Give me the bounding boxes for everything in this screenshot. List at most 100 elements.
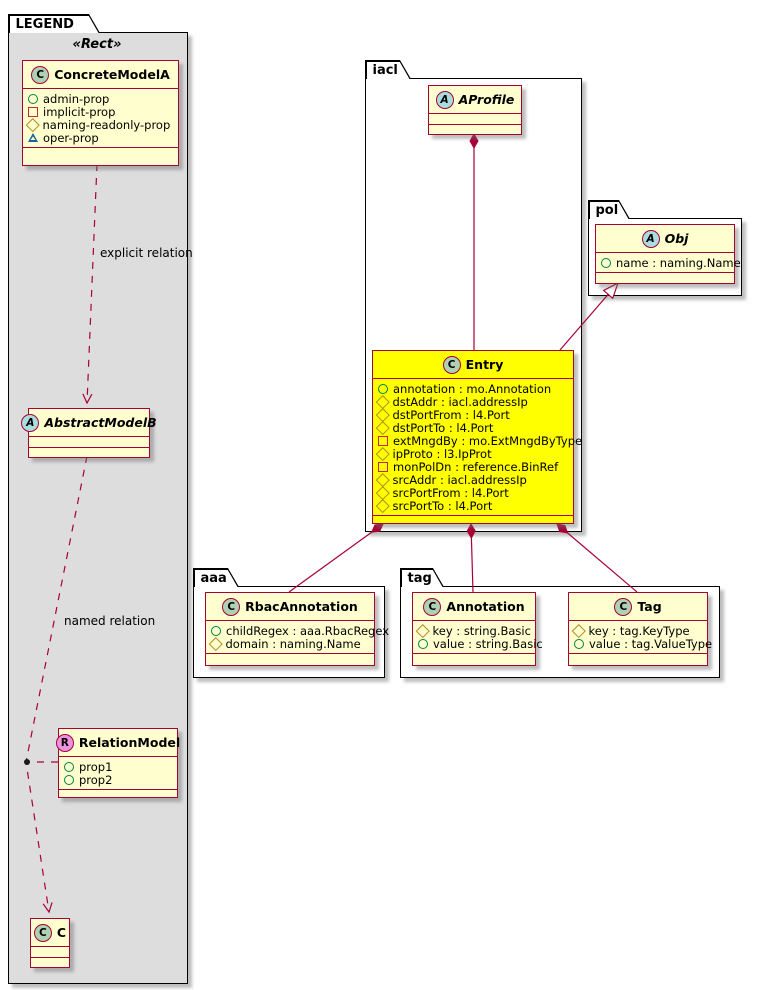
attribute-row: annotation : mo.Annotation — [378, 381, 568, 396]
attribute-label: annotation : mo.Annotation — [393, 381, 552, 396]
attribute-label: value : tag.ValueType — [589, 636, 713, 651]
attribute-label: implicit-prop — [43, 104, 116, 119]
admin-prop-icon — [378, 383, 388, 394]
admin-prop-icon — [64, 774, 74, 785]
class-title: A AbstractModelB — [21, 409, 157, 436]
attributes-compartment — [31, 946, 69, 957]
class-name: AProfile — [458, 92, 515, 107]
methods-compartment — [23, 147, 178, 165]
package-tag-tab: tag — [400, 568, 444, 587]
class-name: AbstractModelB — [44, 415, 157, 430]
class-name: RbacAnnotation — [245, 599, 358, 614]
class-title: C Entry — [373, 351, 573, 378]
attribute-row: name : naming.Name — [601, 256, 741, 270]
methods-compartment — [206, 653, 374, 665]
methods-compartment — [29, 446, 149, 458]
package-iacl-tab: iacl — [365, 60, 411, 79]
package-aaa-label: aaa — [195, 570, 238, 588]
package-legend-tab: LEGEND — [8, 14, 100, 33]
attribute-label: extMngdBy : mo.ExtMngdByType — [393, 433, 583, 448]
attribute-row: srcAddr : iacl.addressIp — [376, 472, 568, 487]
abstract-spot-a-icon: A — [21, 413, 40, 432]
class-name: Annotation — [446, 599, 525, 614]
methods-compartment — [569, 653, 707, 665]
attribute-label: childRegex : aaa.RbacRegex — [226, 623, 389, 638]
attribute-label: monPolDn : reference.BinRef — [393, 459, 559, 474]
implicit-prop-icon — [378, 461, 388, 472]
attribute-row: dstPortTo : l4.Port — [376, 420, 568, 435]
naming-readonly-prop-icon — [26, 117, 40, 132]
named-relation-label: named relation — [64, 614, 156, 628]
class-tag: C Tag key : tag.KeyType value : tag.Valu… — [568, 592, 712, 666]
attribute-row: ipProto : l3.IpProt — [376, 446, 568, 461]
attribute-row: implicit-prop — [28, 104, 173, 119]
attribute-label: srcPortTo : l4.Port — [392, 498, 493, 513]
legend-stereotype: «Rect» — [72, 37, 122, 52]
attribute-row: childRegex : aaa.RbacRegex — [211, 624, 389, 638]
class-spot-c-icon: C — [33, 923, 52, 942]
naming-readonly-prop-icon — [416, 623, 430, 638]
attribute-label: value : string.Basic — [433, 636, 543, 651]
naming-readonly-prop-icon — [376, 472, 390, 487]
attribute-row: prop1 — [64, 760, 172, 774]
package-aaa-tab: aaa — [193, 568, 239, 587]
attribute-row: oper-prop — [28, 130, 173, 145]
attributes-compartment: childRegex : aaa.RbacRegex domain : nami… — [206, 620, 389, 653]
naming-readonly-prop-icon — [376, 420, 390, 435]
attribute-row: naming-readonly-prop — [26, 117, 173, 132]
methods-compartment — [59, 789, 177, 797]
class-title: C RbacAnnotation — [206, 593, 374, 620]
abstract-spot-a-icon: A — [641, 229, 660, 248]
class-spot-c-icon: C — [442, 355, 461, 374]
attributes-compartment — [29, 436, 149, 447]
package-legend-body — [8, 32, 188, 984]
class-spot-c-icon: C — [423, 597, 442, 616]
attribute-label: prop2 — [79, 772, 113, 787]
class-title: A Obj — [596, 225, 734, 252]
class-name: Obj — [664, 231, 689, 246]
class-title: A AProfile — [429, 86, 521, 113]
attributes-compartment: name : naming.Name — [596, 252, 741, 272]
class-rbac-annotation: C RbacAnnotation childRegex : aaa.RbacRe… — [205, 592, 389, 666]
naming-readonly-prop-icon — [209, 636, 223, 651]
admin-prop-icon — [601, 257, 611, 268]
package-tag-label: tag — [402, 570, 443, 588]
attributes-compartment — [429, 113, 521, 124]
attribute-label: name : naming.Name — [616, 255, 741, 270]
methods-compartment — [413, 653, 535, 665]
class-concrete-model-a: C ConcreteModelA admin-prop implicit-pro… — [22, 60, 179, 166]
class-annotation: C Annotation key : string.Basic value : … — [412, 592, 543, 666]
naming-readonly-prop-icon — [376, 394, 390, 409]
relation-spot-r-icon: R — [55, 733, 74, 752]
attribute-label: dstAddr : iacl.addressIp — [392, 394, 528, 409]
attributes-compartment: key : string.Basic value : string.Basic — [413, 620, 543, 653]
naming-readonly-prop-icon — [376, 485, 390, 500]
class-name: C — [56, 925, 67, 940]
naming-readonly-prop-icon — [376, 446, 390, 461]
methods-compartment — [31, 956, 69, 968]
attribute-label: ipProto : l3.IpProt — [392, 446, 492, 461]
package-pol-label: pol — [590, 202, 629, 220]
class-obj: A Obj name : naming.Name — [595, 224, 741, 284]
package-legend-label: LEGEND — [10, 16, 99, 34]
attribute-row: prop2 — [64, 772, 172, 787]
class-title: C Tag — [569, 593, 707, 620]
explicit-relation-label: explicit relation — [100, 246, 193, 260]
attribute-label: key : string.Basic — [432, 623, 531, 638]
admin-prop-icon — [574, 638, 584, 649]
implicit-prop-icon — [378, 435, 388, 446]
implicit-prop-icon — [28, 106, 38, 117]
attribute-row: srcPortTo : l4.Port — [376, 498, 568, 513]
attribute-row: dstAddr : iacl.addressIp — [376, 394, 568, 409]
class-title: C C — [31, 919, 69, 946]
attribute-label: admin-prop — [43, 91, 110, 106]
admin-prop-icon — [211, 625, 221, 636]
attributes-compartment: annotation : mo.Annotation dstAddr : iac… — [373, 378, 582, 515]
attribute-label: srcPortFrom : l4.Port — [392, 485, 509, 500]
attribute-label: naming-readonly-prop — [42, 117, 171, 132]
attribute-label: dstPortFrom : l4.Port — [392, 407, 510, 422]
class-c: C C — [30, 918, 70, 968]
attributes-compartment: admin-prop implicit-prop naming-readonly… — [23, 88, 178, 147]
attribute-label: oper-prop — [43, 130, 99, 145]
